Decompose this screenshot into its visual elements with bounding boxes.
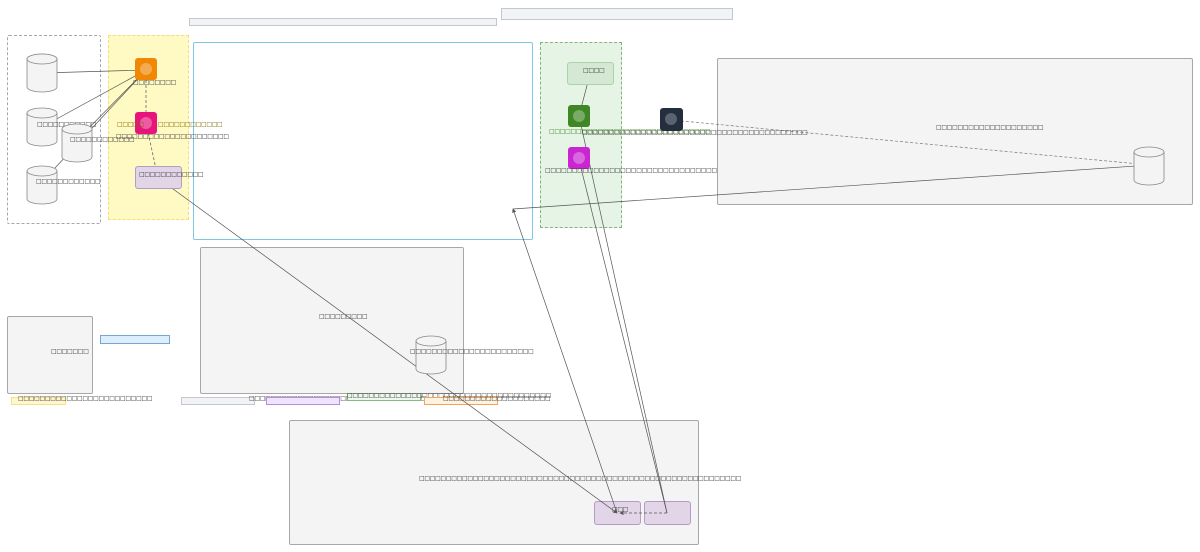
bottom-group-label: □□□□□□□□□□□□□□□□□□□□□□□□□□□□□□□□□□□□□□□□…: [419, 475, 742, 482]
legend-orange-label: □□□□□□□□□□□□□□□□□□□□: [443, 395, 551, 402]
header-bar-left: [189, 18, 497, 26]
left-small-group: [7, 316, 93, 394]
stream-service-icon[interactable]: [135, 112, 157, 134]
database-icon: [61, 123, 93, 163]
analytics-top-box[interactable]: [567, 62, 614, 85]
left-small-group-label: □□□□□□□: [51, 348, 89, 355]
magenta-service-label: □□□□□□□□□□□□□□□□□□□□□□□□□□□□□□□□: [545, 167, 717, 174]
storage-service-label: □□□□□□□□: [133, 79, 176, 86]
process-box-label: □□□□□□□□□□□□: [139, 171, 204, 178]
database-icon: [26, 165, 58, 205]
analytics-top-box-label: □□□□: [583, 67, 605, 74]
database-label: □□□□□□□□□□□: [37, 121, 97, 128]
database-icon: [1133, 146, 1165, 186]
legend-gray: [181, 397, 255, 405]
green-service-icon[interactable]: [568, 105, 590, 127]
legend-yellow: [11, 397, 66, 405]
magenta-service-icon[interactable]: [568, 147, 590, 169]
process-box[interactable]: [135, 166, 182, 189]
database-label: □□□□□□□□□□□□: [36, 178, 101, 185]
legend-yellow-label: □□□□□□□□□□□□□□□□□□□□□□□□□: [18, 395, 153, 402]
middle-database-label: □□□□□□□□□□□□□□□□□□□□□□□: [410, 348, 534, 355]
bottom-right-box[interactable]: [644, 501, 691, 525]
storage-service-icon[interactable]: [135, 58, 157, 80]
database-icon: [26, 53, 58, 93]
dark-service-icon[interactable]: [660, 108, 683, 131]
middle-group-label: □□□□□□□□□: [319, 313, 368, 320]
database-icon: [26, 107, 58, 147]
legend-purple: [266, 397, 340, 405]
right-group-label: □□□□□□□□□□□□□□□□□□□□: [936, 124, 1044, 131]
blue-legend-box: [100, 335, 170, 344]
dark-service-label: □□□□□□□□□□□□□□□□□□□□□□□□□□□□□□□□□□□□□□□□…: [582, 129, 808, 136]
database-icon: [415, 335, 447, 375]
processing-frame: [193, 42, 533, 240]
green-service-label: □□□□□□□□□□□□□□□□□□□□□□□□□□□□□□: [549, 128, 711, 135]
stream-service-label-left: □□□□□: [117, 121, 144, 128]
header-bar-right: [501, 8, 733, 20]
stream-service-label: □□□□□□□□□□□□□□□□□□□□□: [116, 133, 229, 140]
database-label: □□□□□□□□□□□□: [70, 136, 135, 143]
stream-service-label-right: □□□□□□□□□□□□: [158, 121, 223, 128]
bottom-left-box-label: □□□: [612, 506, 629, 513]
